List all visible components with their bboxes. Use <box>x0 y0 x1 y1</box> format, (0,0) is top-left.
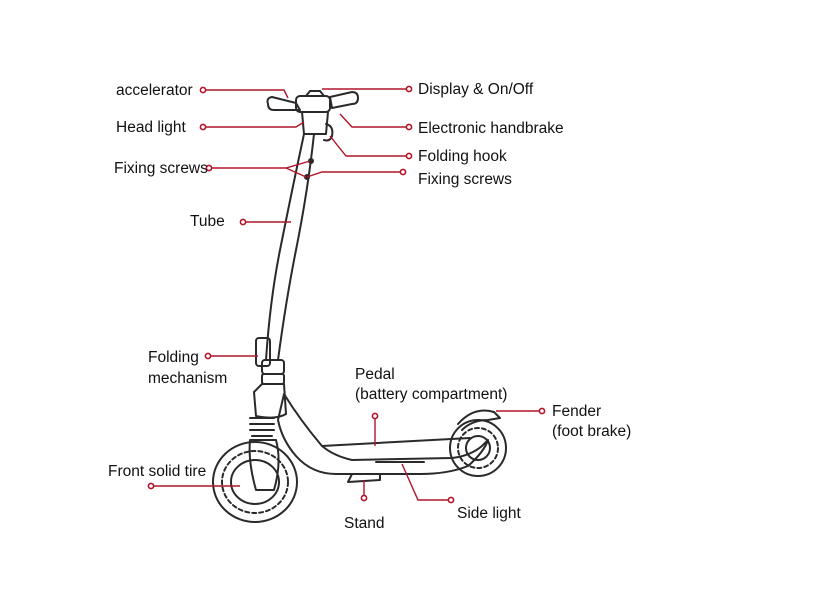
label-accelerator: accelerator <box>116 81 193 100</box>
leader-fixing-screws-left <box>209 161 310 168</box>
label-pedal-line2: (battery compartment) <box>355 385 507 404</box>
label-folding-mechanism-line1: Folding <box>148 348 199 367</box>
neck <box>254 384 286 418</box>
marker-folding-mechanism <box>205 353 210 358</box>
stem-head <box>302 112 328 134</box>
label-head-light: Head light <box>116 118 186 137</box>
label-tube: Tube <box>190 212 225 231</box>
leader-head-light <box>203 122 304 127</box>
leader-side-light <box>402 464 451 500</box>
label-fender-line1: Fender <box>552 402 601 421</box>
pedal-top <box>322 438 470 446</box>
leader-fixing-screws-right <box>307 172 403 177</box>
marker-pedal <box>372 413 377 418</box>
label-folding-hook: Folding hook <box>418 147 507 166</box>
leader-folding-hook <box>330 136 409 156</box>
marker-folding-hook <box>406 153 411 158</box>
label-fender-line2: (foot brake) <box>552 422 631 441</box>
label-pedal-line1: Pedal <box>355 365 395 384</box>
front-wheel <box>213 442 297 522</box>
suspension-spring <box>250 418 274 436</box>
marker-stand <box>361 495 366 500</box>
marker-front-solid-tire <box>148 483 153 488</box>
label-fixing-screws-left: Fixing screws <box>114 159 208 178</box>
handlebar <box>268 91 359 112</box>
label-front-solid-tire: Front solid tire <box>108 462 206 481</box>
label-display-on-off: Display & On/Off <box>418 80 533 99</box>
marker-tube <box>240 219 245 224</box>
marker-handbrake <box>406 124 411 129</box>
label-electronic-handbrake: Electronic handbrake <box>418 119 564 138</box>
leader-handbrake <box>340 114 409 127</box>
label-folding-mechanism-line2: mechanism <box>148 369 227 388</box>
marker-head-light <box>200 124 205 129</box>
marker-accelerator <box>200 87 205 92</box>
label-fixing-screws-right: Fixing screws <box>418 170 512 189</box>
front-fork <box>250 440 279 490</box>
label-stand: Stand <box>344 514 385 533</box>
marker-display <box>406 86 411 91</box>
marker-fender <box>539 408 544 413</box>
marker-side-light <box>448 497 453 502</box>
label-side-light: Side light <box>457 504 521 523</box>
marker-fixing-screws-right <box>400 169 405 174</box>
